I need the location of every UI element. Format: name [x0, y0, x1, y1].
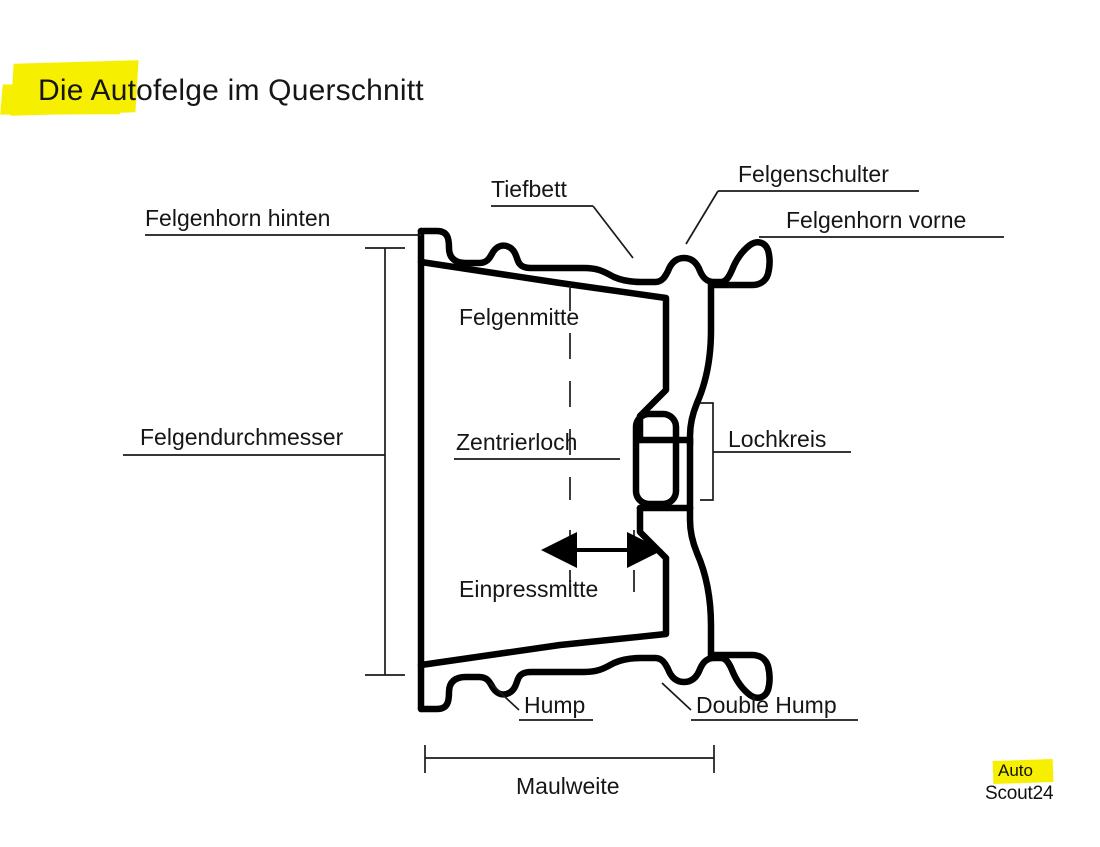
label-maulweite-text: Maulweite [516, 773, 620, 799]
label-zentrierloch-text: Zentrierloch [456, 429, 577, 455]
label-einpressmitte: Einpressmitte [459, 530, 663, 605]
label-felgenhorn-vorne: Felgenhorn vorne [759, 207, 1004, 238]
label-felgenmitte-text: Felgenmitte [459, 304, 579, 330]
dimension-felgendurchmesser: Felgendurchmesser [123, 247, 405, 676]
label-lochkreis: Lochkreis [700, 402, 851, 501]
label-double-hump: Double Hump [661, 682, 858, 721]
hub-section [632, 410, 694, 512]
label-double-hump-text: Double Hump [696, 692, 837, 718]
label-felgenhorn-hinten-text: Felgenhorn hinten [145, 205, 330, 231]
label-felgenmitte: Felgenmitte [459, 304, 579, 330]
label-felgenschulter-text: Felgenschulter [738, 161, 889, 187]
autoscout24-logo: Auto Scout24 [985, 758, 1090, 822]
rim-profile-upper [417, 227, 773, 449]
label-felgendurchmesser-text: Felgendurchmesser [140, 424, 344, 450]
logo-line-auto: Auto [998, 761, 1033, 780]
label-einpressmitte-text: Einpressmitte [459, 576, 598, 602]
label-hump-text: Hump [524, 692, 585, 718]
title-block: Die Autofelge im Querschnitt [0, 58, 520, 128]
label-felgenhorn-vorne-text: Felgenhorn vorne [786, 207, 966, 233]
label-zentrierloch: Zentrierloch [454, 429, 620, 460]
label-tiefbett: Tiefbett [491, 176, 634, 259]
page-title: Die Autofelge im Querschnitt [38, 74, 424, 107]
label-hump: Hump [489, 682, 593, 721]
bolt-hole-shape [632, 410, 680, 508]
label-felgenschulter: Felgenschulter [685, 161, 919, 245]
logo-line-scout24: Scout24 [985, 783, 1054, 804]
label-tiefbett-text: Tiefbett [491, 176, 567, 202]
dimension-maulweite: Maulweite [424, 745, 715, 799]
label-felgenhorn-hinten: Felgenhorn hinten [145, 205, 421, 236]
label-lochkreis-text: Lochkreis [728, 426, 826, 452]
rim-profile-lower [417, 227, 773, 713]
